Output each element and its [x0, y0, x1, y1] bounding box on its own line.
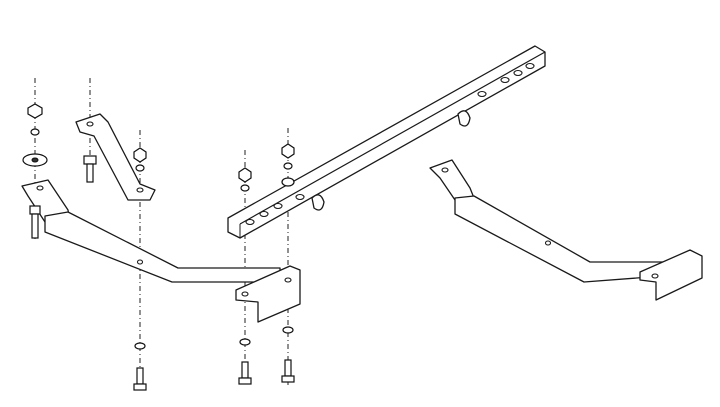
nut: [27, 103, 43, 119]
hardware: [22, 103, 295, 391]
washer: [134, 342, 146, 350]
flat-washer: [281, 177, 295, 187]
nut: [133, 147, 147, 163]
flat-washer: [22, 153, 48, 167]
bolt: [29, 205, 41, 239]
upper-strut: [75, 113, 156, 201]
nut: [281, 143, 295, 159]
right-crossmember: [429, 159, 703, 301]
lock-washer: [240, 184, 250, 192]
bolt: [238, 361, 252, 385]
long-channel-bar: [227, 45, 546, 239]
lock-washer: [135, 164, 145, 172]
left-crossmember: [21, 179, 301, 323]
bolt: [83, 155, 97, 183]
bolt: [133, 367, 147, 391]
nut: [238, 167, 252, 183]
bolt: [281, 359, 295, 383]
lock-washer: [283, 162, 293, 170]
washer: [282, 326, 294, 334]
lock-washer: [30, 128, 40, 136]
washer: [239, 338, 251, 346]
